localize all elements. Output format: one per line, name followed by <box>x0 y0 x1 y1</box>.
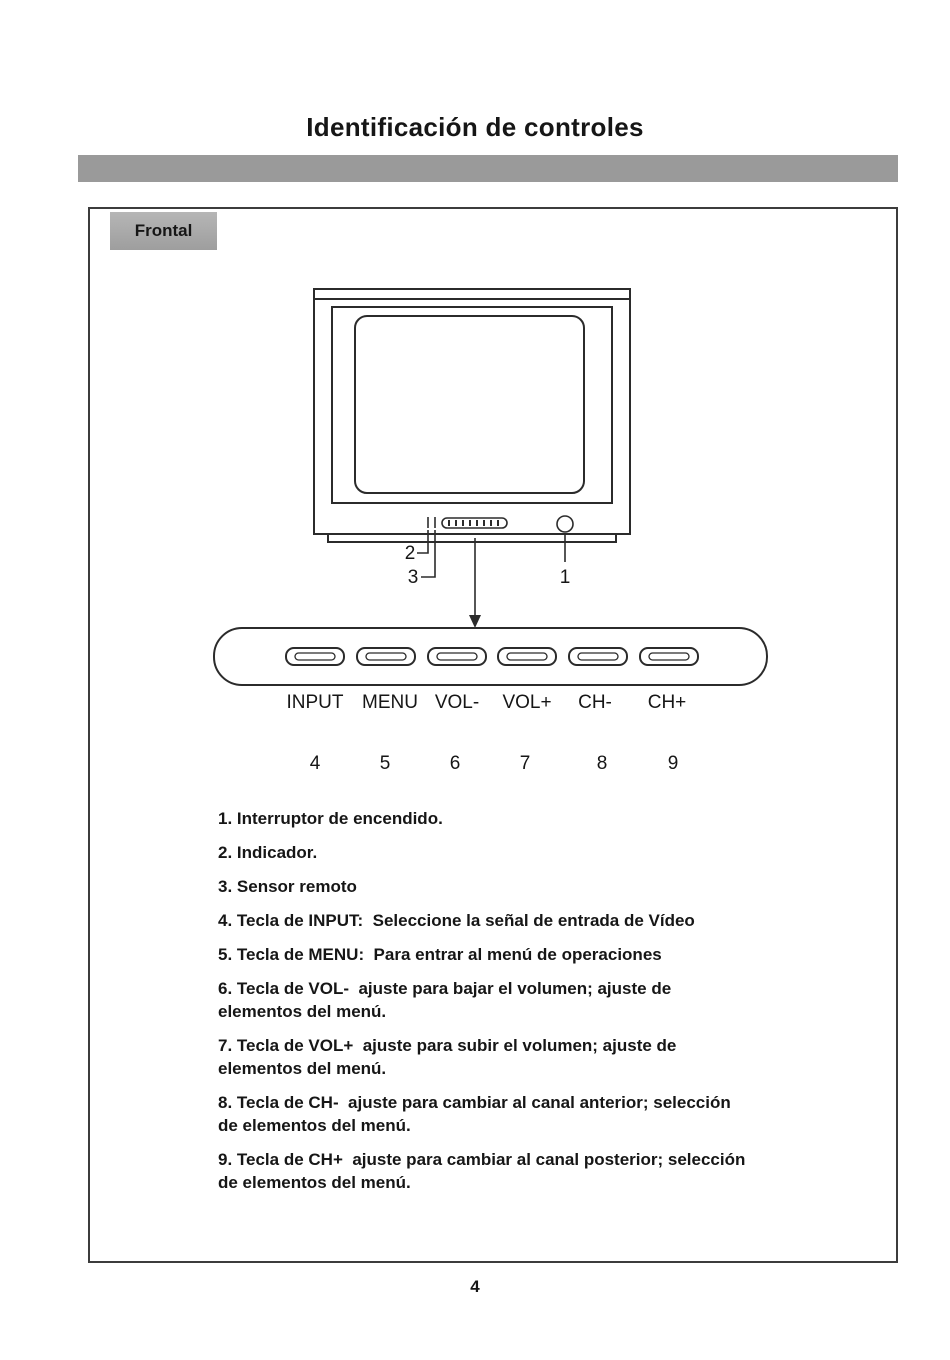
tv-front-controls <box>427 515 574 533</box>
panel-button-vol-plus <box>497 647 557 666</box>
callout-line-2 <box>417 530 429 554</box>
callout-lines <box>417 530 566 616</box>
button-number-9: 9 <box>668 753 679 774</box>
button-number-4: 4 <box>310 753 321 774</box>
button-number-7: 7 <box>520 753 531 774</box>
button-label-ch-minus: CH- <box>578 692 612 713</box>
button-number-6: 6 <box>450 753 461 774</box>
section-divider-bar <box>78 155 898 182</box>
content-box: Frontal <box>88 207 898 1263</box>
panel-button-input <box>285 647 345 666</box>
tv-base-line <box>327 534 617 543</box>
button-label-menu: MENU <box>362 692 418 713</box>
down-arrow-icon <box>469 615 481 628</box>
page-number: 4 <box>470 1277 480 1296</box>
description-item-5: 5. Tecla de MENU: Para entrar al menú de… <box>218 945 662 964</box>
callout-number-2: 2 <box>405 543 416 564</box>
description-item-4: 4. Tecla de INPUT: Seleccione la señal d… <box>218 911 695 930</box>
description-item-6: 6. Tecla de VOL- ajuste para bajar el vo… <box>218 979 672 1021</box>
section-label-frontal: Frontal <box>110 212 217 250</box>
panel-button-vol-minus <box>427 647 487 666</box>
page-title: Identificación de controles <box>306 112 644 142</box>
tv-front-view <box>313 288 631 543</box>
panel-button-numbers: 4 5 6 7 8 9 <box>310 753 679 774</box>
panel-button-menu <box>356 647 416 666</box>
panel-button-ch-plus <box>639 647 699 666</box>
control-descriptions: 1. Interruptor de encendido. 2. Indicado… <box>218 807 902 1205</box>
tv-body-outline <box>313 288 631 535</box>
button-label-vol-minus: VOL- <box>435 692 479 713</box>
callout-line-3 <box>421 530 436 578</box>
button-label-vol-plus: VOL+ <box>502 692 551 713</box>
button-label-ch-plus: CH+ <box>648 692 687 713</box>
callout-number-1: 1 <box>560 567 571 588</box>
button-strip-hatches <box>448 520 499 526</box>
callout-number-3: 3 <box>408 567 419 588</box>
description-item-3: 3. Sensor remoto <box>218 877 357 896</box>
power-button-circle <box>556 515 574 533</box>
button-number-8: 8 <box>597 753 608 774</box>
description-item-8: 8. Tecla de CH- ajuste para cambiar al c… <box>218 1093 731 1135</box>
panel-button-ch-minus <box>568 647 628 666</box>
panel-buttons <box>285 647 699 666</box>
tv-screen <box>354 315 585 494</box>
tv-button-strip <box>441 517 508 529</box>
button-label-input: INPUT <box>287 692 344 713</box>
control-panel-outline <box>213 627 768 686</box>
description-item-7: 7. Tecla de VOL+ ajuste para subir el vo… <box>218 1036 677 1078</box>
front-panel-diagram: 2 3 1 <box>213 288 768 774</box>
panel-button-labels: INPUT MENU VOL- VOL+ CH- CH+ <box>287 692 687 713</box>
button-number-5: 5 <box>380 753 391 774</box>
description-item-1: 1. Interruptor de encendido. <box>218 809 443 828</box>
description-item-9: 9. Tecla de CH+ ajuste para cambiar al c… <box>218 1150 746 1192</box>
description-item-2: 2. Indicador. <box>218 843 318 862</box>
tv-bezel-outline <box>331 306 613 504</box>
